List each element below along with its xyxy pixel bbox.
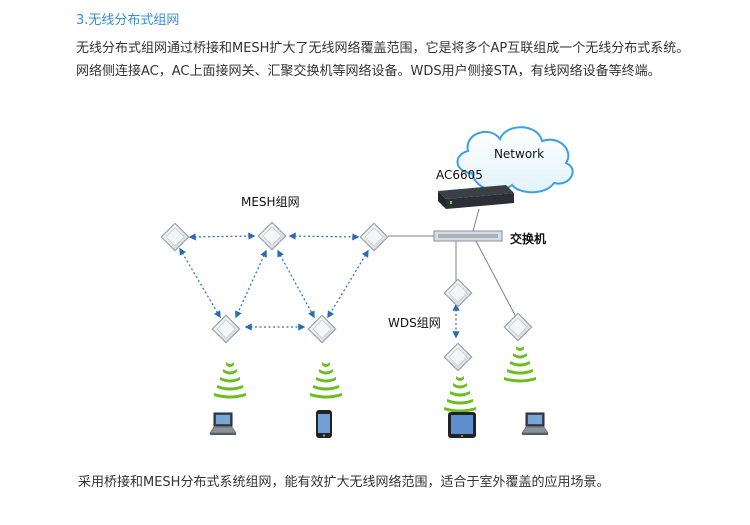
wireless-links — [179, 232, 460, 339]
laptop-1-icon — [209, 412, 237, 436]
switch-label: 交换机 — [510, 231, 546, 246]
tablet-icon — [448, 412, 476, 438]
intro-paragraph: 无线分布式组网通过桥接和MESH扩大了无线网络覆盖范围，它是将多个AP互联组成一… — [76, 41, 690, 79]
signal-3-icon — [444, 376, 476, 413]
wds-ap-root-icon — [443, 278, 473, 308]
mesh-ap-4-icon — [211, 314, 241, 344]
section-title: 3.无线分布式组网 — [76, 13, 180, 28]
ac-label: AC6605 — [436, 168, 483, 182]
network-cloud-icon — [456, 126, 574, 194]
diagram-caption: 采用桥接和MESH分布式系统组网，能有效扩大无线网络范围，适合于室外覆盖的应用场… — [78, 475, 610, 490]
mesh-ap-2-icon — [257, 221, 287, 251]
laptop-2-icon — [521, 412, 549, 436]
wds-ap-leaf-icon — [443, 342, 473, 372]
mesh-ap-5-icon — [307, 314, 337, 344]
wired-ap-icon — [503, 312, 533, 342]
mesh-ap-3-icon — [359, 222, 389, 252]
wired-links — [388, 208, 517, 318]
signal-4-icon — [504, 346, 536, 383]
network-diagram: Network AC6605 交换机 MESH组网 WDS — [160, 126, 574, 438]
signal-2-icon — [310, 362, 342, 399]
wds-label: WDS组网 — [388, 316, 441, 330]
ac-controller-icon — [438, 185, 514, 209]
signal-1-icon — [214, 362, 246, 399]
mesh-label: MESH组网 — [241, 195, 300, 209]
phone-icon — [316, 410, 332, 438]
network-label: Network — [494, 147, 544, 161]
mesh-ap-1-icon — [160, 222, 190, 252]
switch-icon — [433, 230, 503, 242]
